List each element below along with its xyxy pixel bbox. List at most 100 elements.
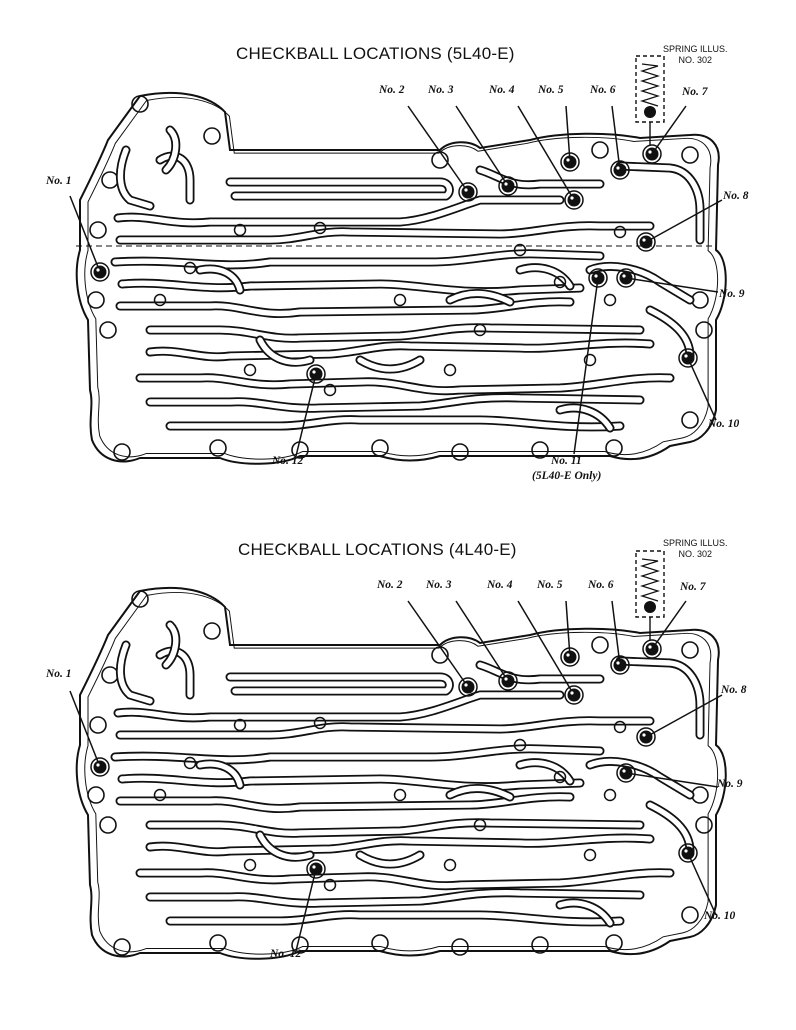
port-hole: [613, 225, 627, 239]
checkball-label-no-5: No. 5: [538, 84, 564, 96]
spring-illus-label-bottom: SPRING ILLUS. NO. 302: [663, 538, 728, 560]
leader-line: [69, 195, 101, 273]
checkball-seat: [498, 176, 518, 196]
leader-line: [455, 600, 509, 682]
checkball-seat: [90, 757, 110, 777]
checkball-highlight: [648, 150, 652, 154]
spring-checkball: [644, 601, 656, 613]
checkball-no-8: [639, 730, 653, 744]
spring-illus-label-top: SPRING ILLUS. NO. 302: [663, 44, 728, 66]
checkball-label-no-2: No. 2: [377, 579, 403, 591]
checkball-seat: [610, 160, 630, 180]
checkball-highlight: [642, 238, 646, 242]
port-hole: [233, 718, 247, 732]
checkball-highlight: [570, 196, 574, 200]
port-hole: [323, 383, 337, 397]
checkball-no-10: [681, 351, 695, 365]
port-hole: [243, 363, 257, 377]
checkball-no-7: [645, 147, 659, 161]
checkball-seat: [636, 727, 656, 747]
checkball-highlight: [622, 769, 626, 773]
checkball-label-note-5l40e-only: (5L40-E Only): [532, 470, 602, 482]
bolt-hole: [681, 906, 699, 924]
port-hole: [473, 323, 487, 337]
checkball-highlight: [570, 691, 574, 695]
fluid-passage-inner: [147, 835, 653, 855]
checkball-no-9: [619, 766, 633, 780]
fluid-passage-inner: [517, 760, 573, 784]
port-hole: [443, 858, 457, 872]
bolt-hole: [87, 291, 105, 309]
fluid-passage-inner: [557, 405, 613, 431]
port-hole: [443, 363, 457, 377]
checkball-label-no-11: No. 11: [551, 455, 582, 467]
spring-coil: [639, 558, 661, 602]
fluid-passage-inner: [647, 802, 693, 854]
checkball-label-no-12: No. 12: [272, 455, 304, 467]
port-hole: [473, 818, 487, 832]
plate-inner-outline: [84, 592, 719, 955]
fluid-passage-inner: [137, 375, 673, 394]
fluid-passage-inner: [115, 197, 563, 226]
bolt-hole: [87, 786, 105, 804]
checkball-no-4: [567, 193, 581, 207]
fluid-passage-inner: [197, 266, 243, 293]
leader-line: [645, 694, 723, 738]
fluid-passage-inner: [167, 911, 623, 925]
diagram-title-4l40e: CHECKBALL LOCATIONS (4L40-E): [238, 540, 517, 559]
checkball-no-9: [619, 271, 633, 285]
bolt-hole: [371, 934, 389, 952]
checkball-highlight: [96, 763, 100, 767]
checkball-label-no-1: No. 1: [46, 668, 72, 680]
checkball-highlight: [642, 733, 646, 737]
checkball-seat: [610, 655, 630, 675]
fluid-passage-inner: [257, 832, 313, 860]
checkball-highlight: [312, 370, 316, 374]
checkball-label-no-6: No. 6: [588, 579, 614, 591]
valve-body-plate-4l40e: [69, 550, 727, 960]
bolt-hole: [101, 666, 119, 684]
port-hole: [553, 275, 567, 289]
bolt-hole: [371, 439, 389, 457]
checkball-no-5: [563, 650, 577, 664]
leader-line: [687, 357, 717, 421]
checkball-no-4: [567, 688, 581, 702]
leader-line: [687, 852, 717, 916]
checkball-label-no-5: No. 5: [537, 579, 563, 591]
fluid-passage-inner: [157, 648, 193, 698]
checkball-seat: [636, 232, 656, 252]
spring-illus-line2: NO. 302: [678, 549, 713, 559]
checkball-highlight: [616, 166, 620, 170]
checkball-no-3: [501, 674, 515, 688]
checkball-seat: [90, 262, 110, 282]
checkball-seat: [306, 859, 326, 879]
checkball-no-8: [639, 235, 653, 249]
checkball-no-10: [681, 846, 695, 860]
checkball-highlight: [464, 188, 468, 192]
fluid-passage-inner: [477, 662, 603, 683]
leader-line: [407, 105, 469, 193]
bolt-hole: [131, 95, 149, 113]
leader-line: [517, 105, 575, 201]
fluid-passage-inner: [147, 324, 643, 341]
leader-line: [611, 105, 621, 171]
port-hole: [313, 221, 327, 235]
checkball-highlight: [464, 683, 468, 687]
port-hole: [513, 243, 527, 257]
fluid-passage-inner: [112, 746, 603, 763]
bolt-hole: [203, 622, 221, 640]
checkball-seat: [642, 144, 662, 164]
fluid-passage-inner: [257, 337, 313, 365]
fluid-passage-inner: [117, 147, 153, 209]
checkball-label-no-9: No. 9: [719, 288, 745, 300]
plate-outline: [75, 91, 727, 465]
fluid-passage-inner: [477, 167, 603, 188]
checkball-no-11: [591, 271, 605, 285]
bolt-hole: [113, 938, 131, 956]
checkball-label-no-4: No. 4: [487, 579, 513, 591]
checkball-seat: [564, 685, 584, 705]
fluid-passage-inner: [147, 394, 643, 411]
fluid-passage-inner: [647, 307, 693, 359]
spring-illus-line1: SPRING ILLUS.: [663, 44, 728, 54]
